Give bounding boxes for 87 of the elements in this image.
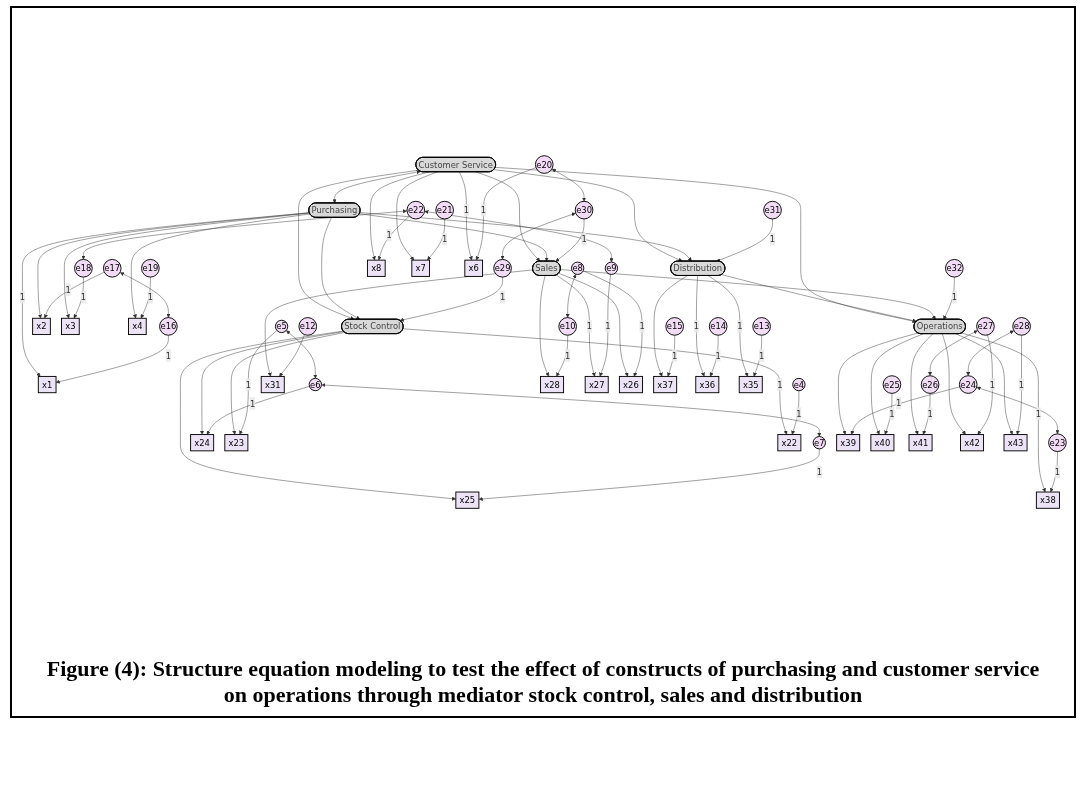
node-box: x7 — [411, 259, 431, 277]
node-circle: e6 — [308, 377, 322, 392]
node-box: x36 — [695, 375, 720, 394]
node-circle: e18 — [74, 258, 93, 278]
edge-label: 1 — [758, 350, 765, 361]
edge-label: 1 — [147, 292, 154, 303]
edge-label: 1 — [639, 321, 645, 332]
node-box: x22 — [777, 434, 802, 452]
node-box: x23 — [224, 434, 249, 452]
edge-label: 1 — [889, 408, 895, 419]
node-circle: e15 — [665, 317, 684, 336]
edge-label: 1 — [1054, 466, 1061, 477]
node-box: x26 — [618, 375, 643, 394]
edge-label: 1 — [80, 292, 87, 303]
node-box: x40 — [870, 434, 895, 452]
node-circle: e8 — [571, 261, 585, 275]
edge-label: 1 — [737, 321, 743, 332]
edge-label: 1 — [715, 350, 721, 361]
node-box: x38 — [1035, 491, 1060, 509]
node-box: x6 — [464, 259, 484, 277]
node-circle: e29 — [493, 258, 512, 278]
node-circle: e26 — [920, 375, 940, 394]
node-circle: e12 — [298, 317, 318, 336]
edge-label: 1 — [499, 292, 506, 303]
edge-label: 1 — [1035, 408, 1042, 419]
edge-label: 1 — [386, 230, 392, 241]
node-box: x27 — [584, 375, 609, 394]
edge-label: 1 — [441, 234, 448, 245]
node-circle: e32 — [945, 258, 964, 278]
node-circle: e22 — [406, 200, 426, 220]
node-circle: e17 — [102, 258, 122, 278]
edge-label: 1 — [245, 379, 251, 390]
node-box: x37 — [653, 375, 678, 394]
edge-label: 1 — [480, 205, 487, 216]
node-circle: e19 — [141, 258, 160, 278]
node-circle: e10 — [558, 317, 577, 336]
node-box: x4 — [128, 317, 147, 336]
edge-label: 1 — [693, 321, 700, 332]
edge-label: 1 — [951, 292, 957, 303]
edge-label: 1 — [564, 350, 571, 361]
edge-label: 1 — [989, 379, 996, 390]
node-circle: e13 — [752, 317, 771, 336]
node-circle: e20 — [534, 155, 554, 174]
edge-label: 1 — [605, 321, 611, 332]
edge-label: 1 — [1018, 379, 1025, 390]
node-circle: e14 — [708, 317, 728, 336]
node-box: x8 — [366, 259, 386, 277]
edge-label: 1 — [816, 466, 822, 477]
node-circle: e7 — [812, 436, 826, 450]
node-circle: e27 — [976, 317, 995, 336]
node-circle: e23 — [1048, 433, 1067, 452]
edge-label: 1 — [927, 408, 933, 419]
edge-label: 1 — [65, 284, 71, 295]
node-circle: e5 — [274, 319, 289, 334]
node-circle: e30 — [574, 200, 594, 220]
node-circle: e24 — [958, 375, 978, 394]
node-box: x24 — [190, 434, 215, 452]
node-box: x2 — [32, 317, 51, 336]
edge-label: 1 — [463, 205, 470, 216]
node-circle: e16 — [159, 317, 178, 336]
node-box: x28 — [540, 375, 565, 394]
edge-label: 1 — [586, 321, 593, 332]
edge-label: 1 — [896, 398, 902, 409]
node-box: x31 — [260, 375, 285, 394]
edge-label: 1 — [769, 234, 776, 245]
node-box: x42 — [960, 434, 984, 452]
edge-label: 1 — [777, 379, 783, 390]
node-circle: e4 — [792, 377, 806, 392]
edge-label: 1 — [672, 350, 678, 361]
edge-label: 1 — [581, 234, 587, 245]
node-circle: e9 — [604, 261, 619, 275]
node-circle: e21 — [435, 200, 454, 220]
node-box: x41 — [908, 434, 933, 452]
node-circle: e31 — [763, 200, 782, 220]
edge-label: 1 — [796, 408, 802, 419]
node-circle: e28 — [1012, 317, 1031, 336]
edge-label: 1 — [165, 350, 172, 361]
node-box: x39 — [836, 434, 861, 452]
node-box: x3 — [61, 317, 80, 336]
edge-label: 1 — [19, 292, 26, 303]
node-box: x43 — [1003, 434, 1028, 452]
edge-label: 1 — [250, 398, 256, 409]
node-box: x35 — [738, 375, 763, 394]
node-box: x1 — [37, 375, 57, 394]
node-box: x25 — [455, 491, 480, 509]
figure-caption: Figure (4): Structure equation modeling to test the effect of constructs of purchasing and customer service on operations through mediator stock control, sales and distribution — [45, 656, 1041, 708]
node-circle: e25 — [882, 375, 902, 394]
